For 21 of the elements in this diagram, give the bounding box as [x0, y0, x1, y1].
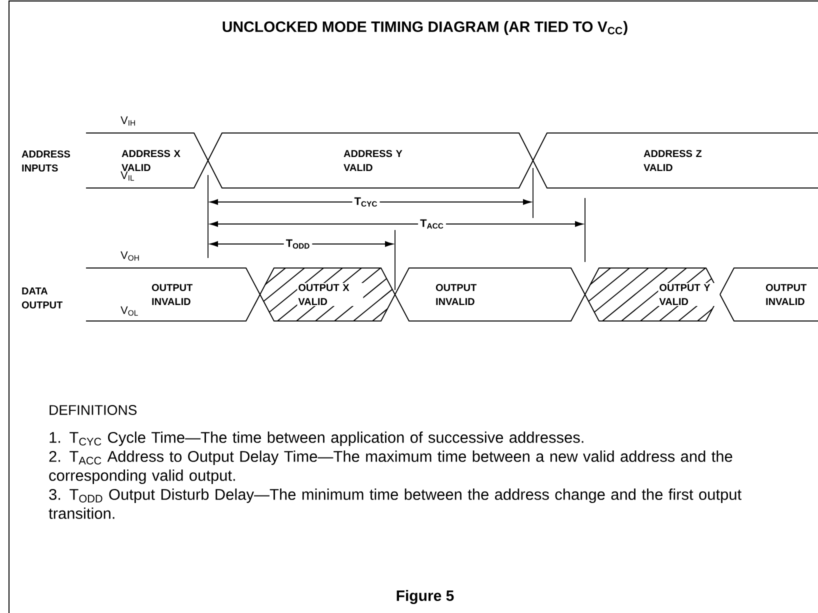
- signal-name: ADDRESS INPUTS: [22, 150, 70, 172]
- signal-segment: ADDRESS Z VALID: [532, 132, 818, 188]
- hatched-signal-segment: OUTPUT X VALID: [260, 268, 396, 322]
- timing-label: T$_{ACC}$: [418, 217, 446, 231]
- node-label: OUTPUT X VALID: [298, 284, 350, 305]
- voltage-level-label: V$_{IL}$: [120, 171, 134, 181]
- caption: Figure 5: [396, 590, 454, 604]
- node-label: OUTPUT Y VALID: [659, 284, 710, 305]
- timing-label: T$_{ODD}$: [284, 237, 312, 251]
- signal-name: DATA OUTPUT: [22, 288, 63, 308]
- definition-item: 2. T$_{ACC}$ Address to Output Delay Time—The maximum time between a new valid address and the corresponding valid output.: [49, 450, 732, 484]
- signal-segment: ADDRESS Y VALID: [208, 132, 534, 188]
- definition-item: 1. T$_{CYC}$ Cycle Time—The time between application of successive addresses.: [50, 432, 584, 446]
- voltage-level-label: V$_{OL}$: [120, 306, 138, 316]
- section-heading: DEFINITIONS: [50, 405, 137, 415]
- signal-segment: OUTPUT INVALID: [394, 268, 586, 322]
- signal-segment: OUTPUT INVALID: [720, 268, 818, 322]
- timing-label: T$_{CYC}$: [352, 195, 380, 209]
- hatched-signal-segment: OUTPUT Y VALID: [584, 268, 724, 322]
- definition-item: 3. T$_{ODD}$ Output Disturb Delay—The minimum time between the address change and the first output transition.: [48, 488, 742, 519]
- title: UNCLOCKED MODE TIMING DIAGRAM (AR TIED TO V$_{CC}$): [222, 21, 628, 35]
